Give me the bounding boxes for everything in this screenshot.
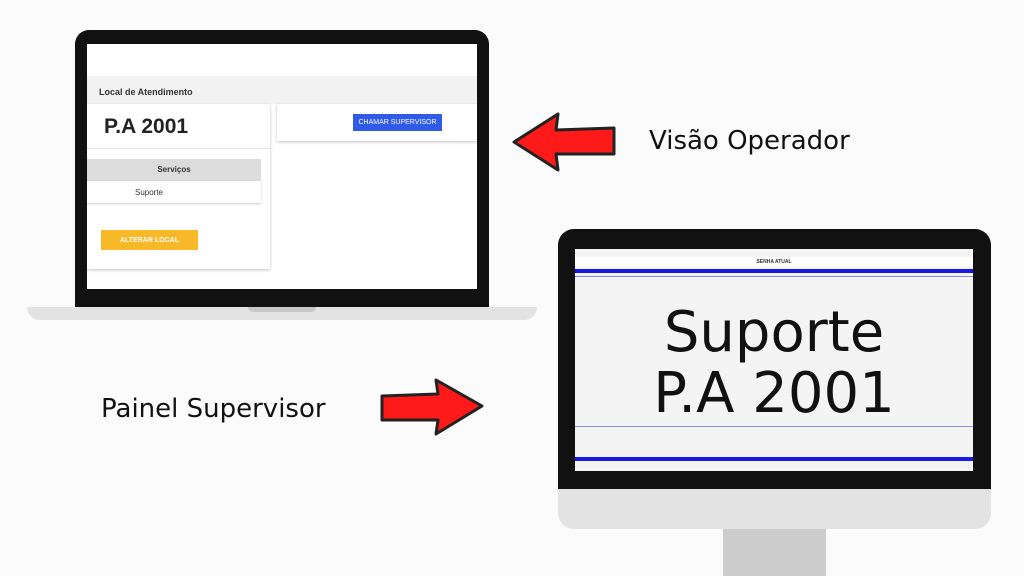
supervisor-panel-screen: SENHA ATUAL Suporte P.A 2001 (575, 249, 973, 471)
divider (575, 276, 973, 277)
services-table-header (87, 159, 261, 181)
panel-location: P.A 2001 (653, 361, 895, 426)
services-header-label: Serviços (157, 165, 191, 174)
service-item-label: Suporte (134, 188, 164, 197)
monitor-stand (723, 529, 826, 576)
divider (575, 457, 973, 461)
arrow-right-icon (378, 376, 488, 440)
arrow-left-icon (510, 110, 618, 174)
section-header-bar (87, 76, 477, 104)
operator-view-caption: Visão Operador (649, 126, 850, 156)
operator-app-screen: Local de Atendimento P.A 2001 Serviços S… (87, 44, 477, 289)
list-item[interactable] (87, 181, 261, 203)
monitor-chin (558, 489, 991, 529)
supervisor-panel-caption: Painel Supervisor (101, 394, 326, 424)
location-name: P.A 2001 (104, 115, 189, 138)
panel-header: SENHA ATUAL (756, 259, 792, 265)
divider (87, 148, 270, 149)
divider (575, 269, 973, 273)
panel-header-bar (575, 257, 973, 267)
section-title: Local de Atendimento (99, 87, 193, 97)
divider (575, 426, 973, 427)
panel-service: Suporte (663, 300, 885, 365)
call-supervisor-button[interactable]: CHAMAR SUPERVISOR (353, 114, 442, 131)
change-location-button[interactable]: ALTERAR LOCAL (101, 230, 198, 250)
laptop-base (27, 307, 537, 320)
laptop-notch (248, 307, 316, 312)
